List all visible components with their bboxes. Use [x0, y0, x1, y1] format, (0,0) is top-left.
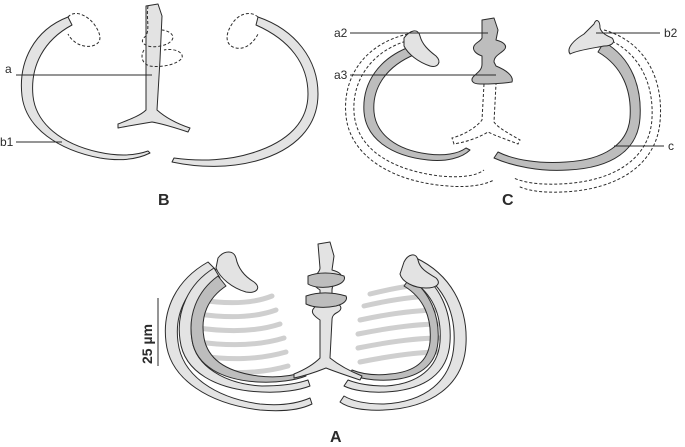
panel-label-b: B	[158, 192, 170, 209]
panel-a-drawing	[164, 241, 467, 412]
c-right-dashed-outer-2	[517, 29, 662, 193]
b-bar-dashed-upper	[141, 5, 174, 48]
c-left-dashed-outer-2	[345, 33, 495, 187]
a-central-bar	[293, 241, 363, 381]
label-c: c	[668, 139, 674, 153]
label-b1: b1	[0, 135, 14, 149]
c-left-cap	[403, 30, 440, 67]
a-right-cap	[399, 254, 439, 289]
a-left-outer-ring	[164, 261, 313, 412]
label-a: a	[5, 62, 12, 76]
panel-b-drawing	[16, 3, 319, 167]
b-right-ring	[171, 16, 319, 167]
a-left-striations	[195, 293, 291, 376]
c-left-dashed-outer	[353, 39, 485, 178]
a-left-inner-ring	[190, 275, 307, 383]
c-central-bar-dashed	[451, 83, 521, 145]
a-bar-block-lower	[305, 292, 347, 308]
a-right-middle-ring	[343, 267, 451, 393]
b-right-dashed-cap	[226, 13, 259, 49]
panel-label-a: A	[330, 429, 342, 446]
b-left-dashed-cap	[67, 13, 101, 47]
b-left-ring	[20, 16, 151, 161]
c-right-ring	[493, 41, 641, 171]
panel-c-drawing	[345, 17, 664, 193]
scale-bar-label: 25 µm	[139, 324, 155, 364]
c-right-cap	[568, 20, 615, 55]
a-bar-block-upper	[307, 272, 345, 288]
c-right-dashed-outer	[513, 35, 653, 185]
panel-label-c: C	[502, 192, 514, 209]
a-left-cap	[215, 251, 259, 293]
label-b2: b2	[664, 26, 678, 40]
c-left-ring	[363, 45, 471, 161]
a-right-outer-ring	[339, 257, 467, 411]
c-central-bar-top	[471, 17, 513, 85]
label-a3: a3	[334, 68, 348, 82]
label-a2: a2	[334, 26, 348, 40]
b-central-bar	[117, 3, 191, 133]
